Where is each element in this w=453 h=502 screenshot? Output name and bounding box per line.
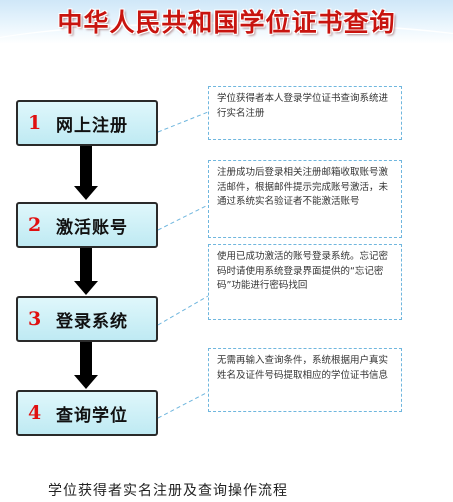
arrow-1-to-2-shaft (80, 146, 92, 186)
arrow-1-to-2-head (74, 186, 98, 200)
arrow-3-to-4-shaft (80, 342, 92, 375)
step-4-box: 4 查询学位 (16, 390, 158, 436)
step-3-number: 3 (28, 308, 42, 330)
arrow-3-to-4-head (74, 375, 98, 389)
step-2-number: 2 (28, 214, 42, 236)
note-1: 学位获得者本人登录学位证书查询系统进行实名注册 (208, 86, 402, 140)
step-3-box: 3 登录系统 (16, 296, 158, 342)
arrow-2-to-3-head (74, 281, 98, 295)
step-2-box: 2 激活账号 (16, 202, 158, 248)
banner-swoosh (0, 22, 453, 44)
step-4-label: 查询学位 (56, 405, 128, 426)
step-1-number: 1 (28, 112, 42, 134)
arrow-2-to-3-shaft (80, 248, 92, 281)
step-1-label: 网上注册 (56, 115, 128, 136)
note-3: 使用已成功激活的账号登录系统。忘记密码时请使用系统登录界面提供的“忘记密码”功能… (208, 244, 402, 320)
banner: 中华人民共和国学位证书查询 (0, 0, 453, 44)
connector-2 (157, 204, 209, 231)
step-2-label: 激活账号 (56, 217, 128, 238)
step-4-number: 4 (28, 402, 42, 424)
diagram-caption: 学位获得者实名注册及查询操作流程 (48, 483, 288, 499)
step-1-box: 1 网上注册 (16, 100, 158, 146)
connector-1 (157, 111, 209, 133)
note-2: 注册成功后登录相关注册邮箱收取账号激活邮件，根据邮件提示完成账号激活，未通过系统… (208, 160, 402, 238)
banner-title: 中华人民共和国学位证书查询 (57, 8, 396, 37)
step-3-label: 登录系统 (56, 311, 128, 332)
connector-3 (157, 295, 209, 326)
connector-4 (157, 391, 209, 419)
note-4: 无需再输入查询条件，系统根据用户真实姓名及证件号码提取相应的学位证书信息 (208, 348, 402, 412)
